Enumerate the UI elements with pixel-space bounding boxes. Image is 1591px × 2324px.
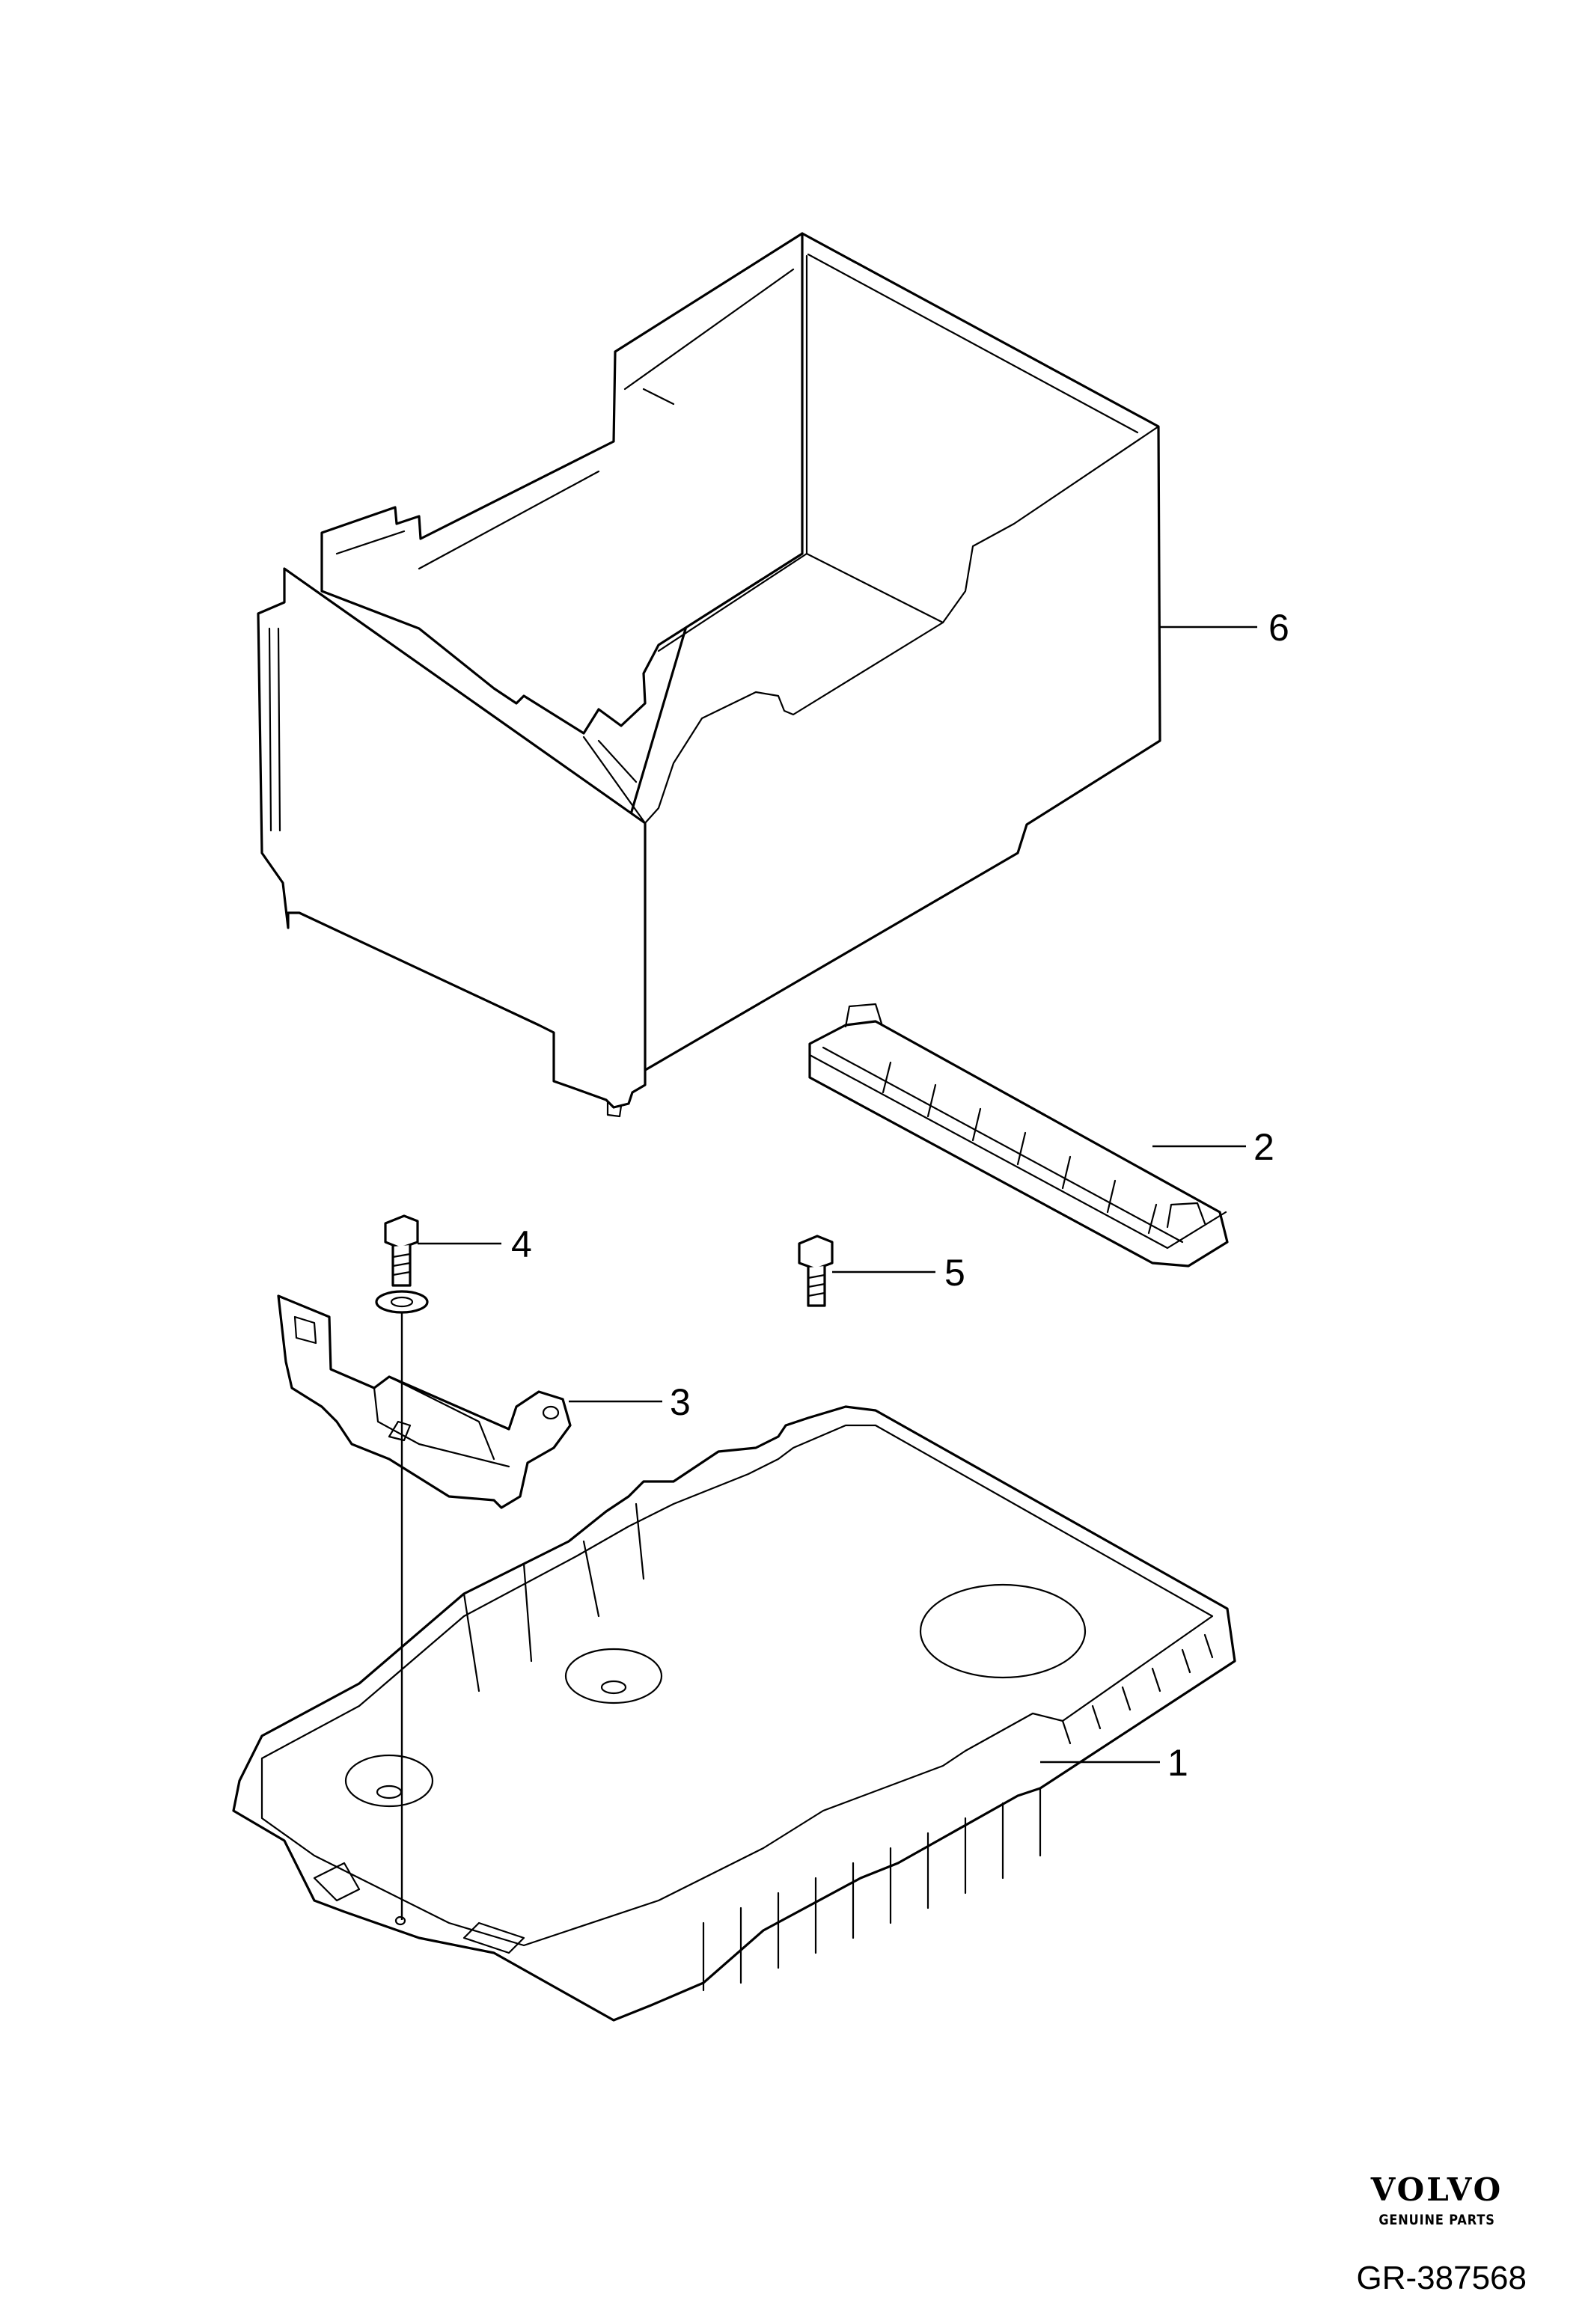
vent-strip [808,1003,1229,1268]
bolt [798,1235,834,1307]
battery-box [257,232,1161,1118]
volvo-logo: VOLVO [1370,2171,1503,2208]
genuine-parts-tagline: GENUINE PARTS [1378,2212,1495,2228]
callout-labels: 6 2 4 5 3 1 [511,607,1289,1784]
leader-lines [418,626,1257,1764]
callout-6: 6 [1268,607,1289,649]
battery-tray [232,1405,1236,2022]
callout-1: 1 [1167,1742,1188,1784]
callout-2: 2 [1253,1126,1274,1168]
callout-4: 4 [511,1223,532,1265]
reference-number: GR-387568 [1356,2260,1527,2296]
callout-3: 3 [670,1381,691,1423]
callout-5: 5 [944,1252,965,1294]
bolt-with-washer [375,1214,429,1314]
mounting-bracket [277,1294,572,1509]
